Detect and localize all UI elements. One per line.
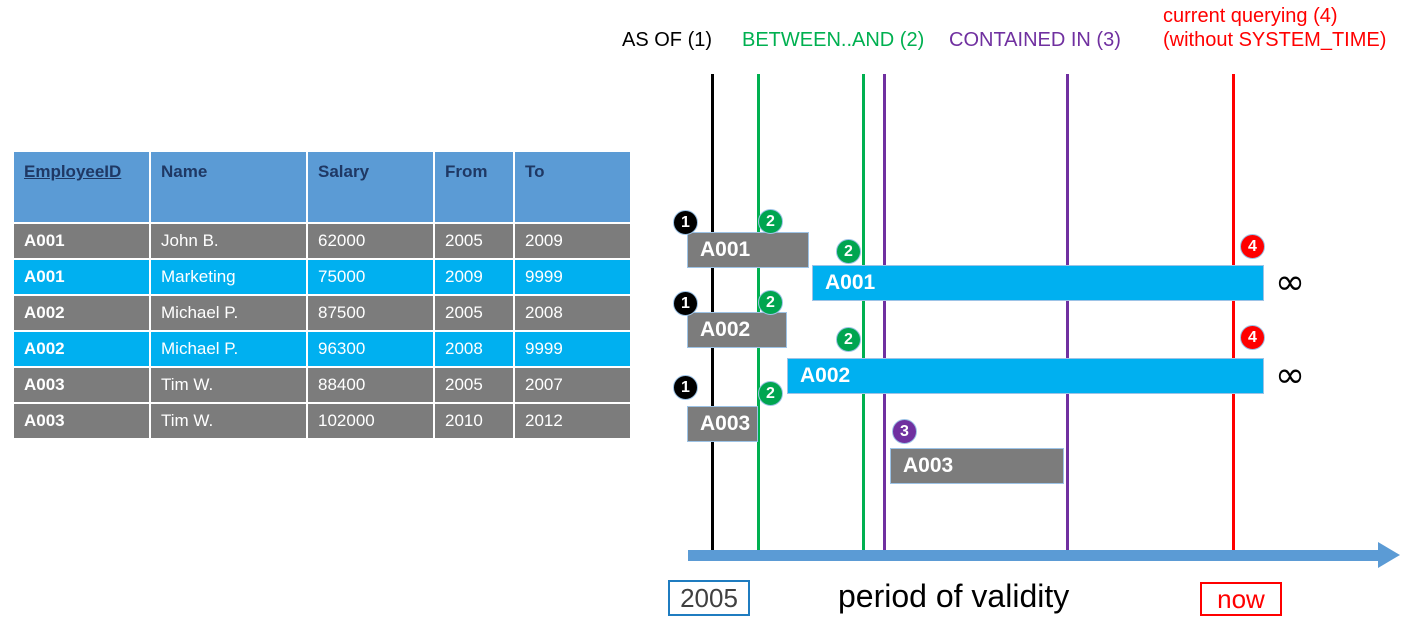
validity-bar: A002: [687, 312, 787, 348]
infinity-icon: ∞: [1275, 262, 1305, 303]
legend-current-querying: current querying (4) (without SYSTEM_TIM…: [1163, 4, 1386, 52]
table-cell: 2007: [515, 368, 630, 402]
table-cell: 9999: [515, 260, 630, 294]
now-tag: now: [1200, 582, 1282, 616]
table-cell: 75000: [308, 260, 433, 294]
query-badge: 1: [673, 291, 698, 316]
table-cell: 87500: [308, 296, 433, 330]
table-cell: 2005: [435, 368, 513, 402]
table-cell: John B.: [151, 224, 306, 258]
infinity-icon: ∞: [1275, 355, 1305, 396]
column-header-to: To: [515, 152, 630, 222]
validity-bar: A001: [812, 265, 1264, 301]
time-axis-line: [688, 550, 1378, 561]
table-cell: Michael P.: [151, 332, 306, 366]
table-cell: 102000: [308, 404, 433, 438]
legend-between-and: BETWEEN..AND (2): [742, 29, 925, 51]
table-header-row: EmployeeID Name Salary From To: [14, 152, 630, 222]
table-cell: 62000: [308, 224, 433, 258]
column-header-name: Name: [151, 152, 306, 222]
legend-current-querying-line2: (without SYSTEM_TIME): [1163, 29, 1387, 51]
table-cell: 96300: [308, 332, 433, 366]
legend-current-querying-line1: current querying (4): [1163, 5, 1338, 27]
table-cell: 2009: [515, 224, 630, 258]
table-cell: 2010: [435, 404, 513, 438]
marker-line: [862, 74, 865, 559]
table-cell: A003: [14, 368, 149, 402]
query-badge: 4: [1240, 325, 1265, 350]
query-badge: 2: [758, 209, 783, 234]
table-cell: A003: [14, 404, 149, 438]
marker-line: [1232, 74, 1235, 559]
validity-bar: A003: [890, 448, 1064, 484]
query-badge: 2: [758, 290, 783, 315]
table-cell: 2008: [515, 296, 630, 330]
table-cell: A002: [14, 296, 149, 330]
query-badge: 3: [892, 419, 917, 444]
query-badge: 1: [673, 210, 698, 235]
column-header-employeeid: EmployeeID: [14, 152, 149, 222]
legend-as-of: AS OF (1): [622, 29, 713, 51]
table-cell: Tim W.: [151, 404, 306, 438]
legend-contained-in: CONTAINED IN (3): [949, 29, 1121, 51]
query-badge: 2: [836, 327, 861, 352]
query-badge: 4: [1240, 234, 1265, 259]
table-cell: 88400: [308, 368, 433, 402]
table-cell: 2008: [435, 332, 513, 366]
time-axis-arrow-icon: [1378, 542, 1400, 568]
marker-line: [1066, 74, 1069, 559]
query-badge: 2: [836, 239, 861, 264]
table-cell: Tim W.: [151, 368, 306, 402]
column-header-salary: Salary: [308, 152, 433, 222]
validity-bar: A002: [787, 358, 1264, 394]
start-year-tag: 2005: [668, 580, 750, 616]
query-badge: 2: [758, 381, 783, 406]
validity-bar: A003: [687, 406, 758, 442]
marker-line: [883, 74, 886, 559]
table-cell: 2012: [515, 404, 630, 438]
table-cell: A002: [14, 332, 149, 366]
table-cell: Marketing: [151, 260, 306, 294]
table-cell: Michael P.: [151, 296, 306, 330]
table-cell: 9999: [515, 332, 630, 366]
query-badge: 1: [673, 375, 698, 400]
table-cell: 2009: [435, 260, 513, 294]
table-cell: 2005: [435, 224, 513, 258]
table-cell: A001: [14, 224, 149, 258]
table-cell: A001: [14, 260, 149, 294]
table-cell: 2005: [435, 296, 513, 330]
axis-caption: period of validity: [838, 578, 1070, 614]
validity-bar: A001: [687, 232, 809, 268]
column-header-from: From: [435, 152, 513, 222]
